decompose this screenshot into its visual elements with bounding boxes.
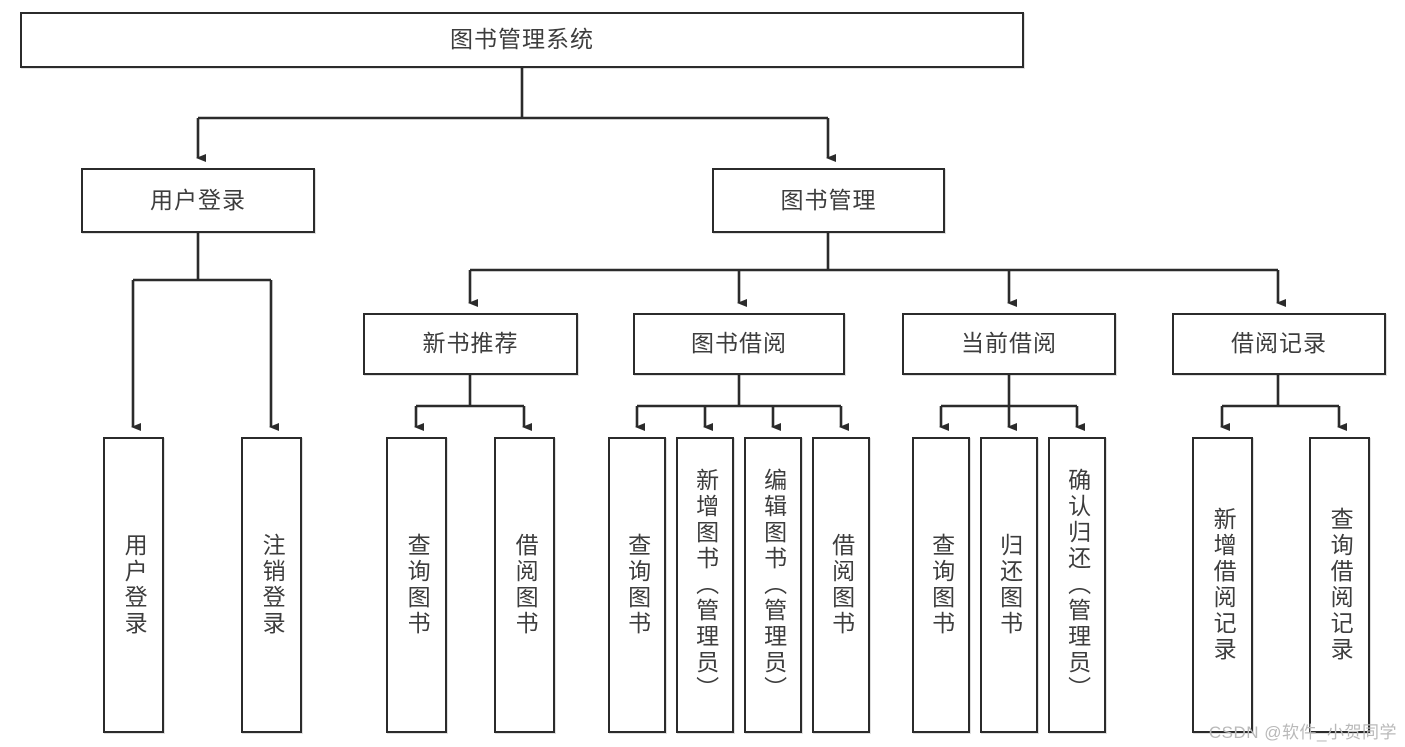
node-leaf-return-book[interactable]: 归还图书	[980, 437, 1038, 733]
node-label: 图书管理	[780, 186, 877, 213]
node-label: 新书推荐	[422, 330, 519, 357]
node-new-book-recommend[interactable]: 新书推荐	[363, 313, 578, 375]
node-label: 查询借阅记录	[1327, 507, 1354, 663]
node-leaf-borrow-book-recommend[interactable]: 借阅图书	[494, 437, 555, 733]
node-label: 编辑图书（管理员）	[760, 468, 787, 702]
node-leaf-add-book-admin[interactable]: 新增图书（管理员）	[676, 437, 734, 733]
node-label: 归还图书	[996, 533, 1023, 637]
node-label: 图书管理系统	[450, 26, 594, 53]
node-current-borrow[interactable]: 当前借阅	[902, 313, 1116, 375]
node-root-book-management-system[interactable]: 图书管理系统	[20, 12, 1024, 68]
node-label: 用户登录	[121, 533, 148, 637]
node-borrow-record[interactable]: 借阅记录	[1172, 313, 1386, 375]
node-leaf-borrow-book[interactable]: 借阅图书	[812, 437, 870, 733]
node-leaf-logout[interactable]: 注销登录	[241, 437, 302, 733]
node-label: 借阅记录	[1231, 330, 1327, 357]
node-leaf-query-book-borrow[interactable]: 查询图书	[608, 437, 666, 733]
node-label: 注销登录	[259, 533, 286, 637]
node-book-borrow[interactable]: 图书借阅	[633, 313, 845, 375]
node-label: 新增借阅记录	[1210, 507, 1237, 663]
node-leaf-user-login[interactable]: 用户登录	[103, 437, 164, 733]
node-label: 用户登录	[150, 186, 246, 213]
node-leaf-confirm-return-admin[interactable]: 确认归还（管理员）	[1048, 437, 1106, 733]
node-leaf-edit-book-admin[interactable]: 编辑图书（管理员）	[744, 437, 802, 733]
node-leaf-query-book-current[interactable]: 查询图书	[912, 437, 970, 733]
node-label: 查询图书	[404, 533, 431, 637]
node-label: 借阅图书	[512, 533, 539, 637]
node-label: 新增图书（管理员）	[692, 468, 719, 702]
node-label: 查询图书	[624, 533, 651, 637]
node-label: 图书借阅	[691, 330, 787, 357]
watermark-text: CSDN @软件_小贺同学	[1208, 723, 1397, 742]
node-label: 确认归还（管理员）	[1064, 468, 1091, 702]
node-leaf-add-borrow-record[interactable]: 新增借阅记录	[1192, 437, 1253, 733]
node-leaf-query-book-recommend[interactable]: 查询图书	[386, 437, 447, 733]
node-label: 当前借阅	[961, 330, 1057, 357]
node-leaf-query-borrow-record[interactable]: 查询借阅记录	[1309, 437, 1370, 733]
node-label: 借阅图书	[828, 533, 855, 637]
node-label: 查询图书	[928, 533, 955, 637]
node-book-management[interactable]: 图书管理	[712, 168, 945, 233]
node-user-login[interactable]: 用户登录	[81, 168, 315, 233]
